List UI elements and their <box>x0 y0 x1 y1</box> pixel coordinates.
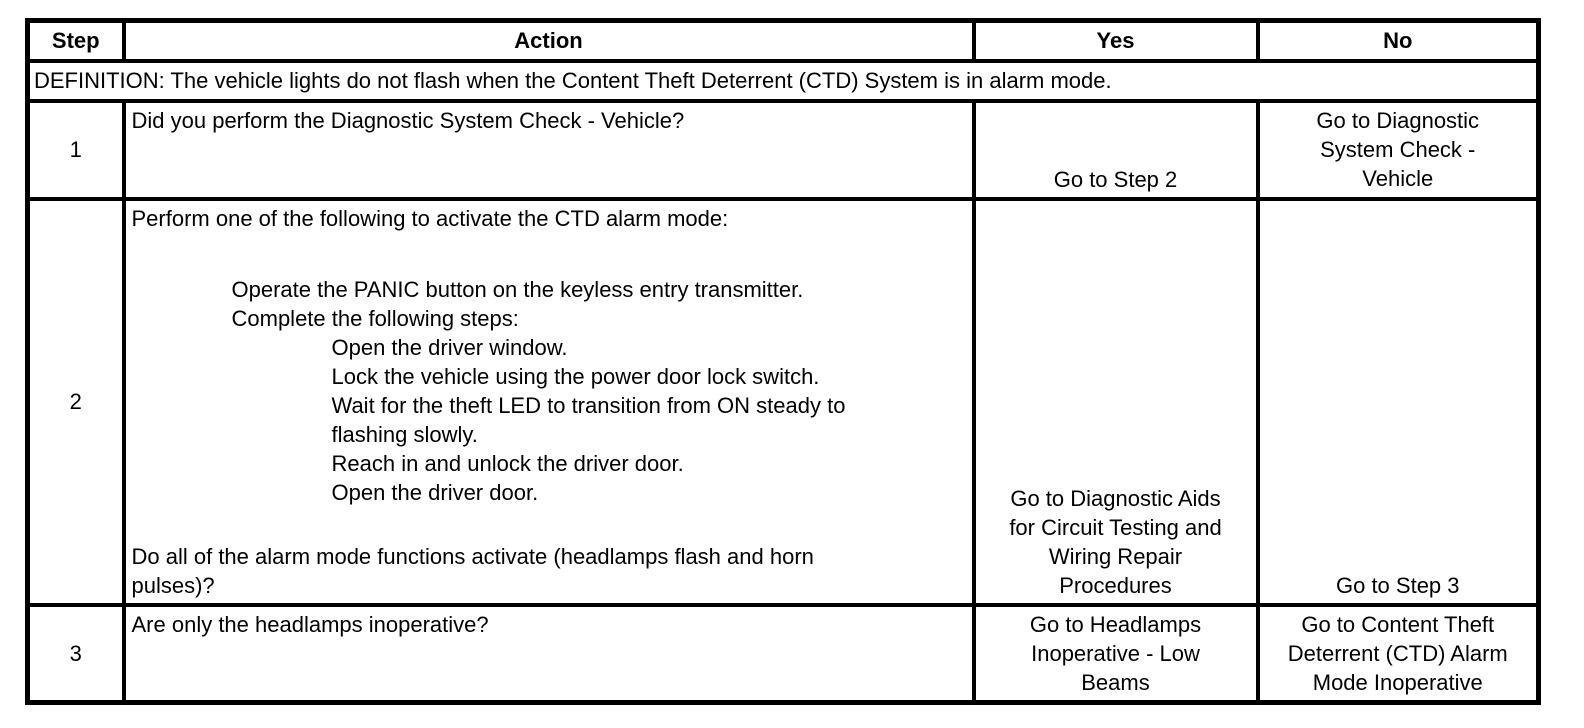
action-cell: Are only the headlamps inoperative? <box>121 602 976 704</box>
column-header-step: Step <box>25 18 126 63</box>
step-number: 2 <box>25 196 126 607</box>
table-row: 3 Are only the headlamps inoperative? Go… <box>25 602 1541 704</box>
column-header-action: Action <box>121 18 976 63</box>
definition-text: DEFINITION: The vehicle lights do not fl… <box>25 58 1541 103</box>
no-cell: Go to Step 3 <box>1255 196 1541 607</box>
action-question-text: Are only the headlamps inoperative? <box>131 611 489 637</box>
definition-row: DEFINITION: The vehicle lights do not fl… <box>25 58 1541 103</box>
action-question-text: Did you perform the Diagnostic System Ch… <box>131 107 685 133</box>
no-cell: Go to Diagnostic System Check - Vehicle <box>1255 98 1541 201</box>
step-number: 3 <box>25 602 126 704</box>
column-header-yes: Yes <box>971 18 1260 63</box>
yes-cell: Go to Diagnostic Aids for Circuit Testin… <box>971 196 1260 607</box>
column-header-no: No <box>1255 18 1541 63</box>
table-row: 1 Did you perform the Diagnostic System … <box>25 98 1541 201</box>
yes-cell: Go to Headlamps Inoperative - Low Beams <box>971 602 1260 704</box>
action-intro-text: Perform one of the following to activate… <box>131 205 729 231</box>
table-header-row: Step Action Yes No <box>25 18 1541 63</box>
action-substeps-level1: Operate the PANIC button on the keyless … <box>231 276 804 331</box>
no-cell: Go to Content Theft Deterrent (CTD) Alar… <box>1255 602 1541 704</box>
action-cell: Perform one of the following to activate… <box>121 196 976 607</box>
diagnostic-procedure-table: Step Action Yes No DEFINITION: The vehic… <box>25 18 1541 705</box>
table-row: 2 Perform one of the following to activa… <box>25 196 1541 607</box>
action-substeps-level2: Open the driver window. Lock the vehicle… <box>331 334 846 505</box>
yes-cell: Go to Step 2 <box>971 98 1260 201</box>
step-number: 1 <box>25 98 126 201</box>
action-question-text: Do all of the alarm mode functions activ… <box>131 543 814 598</box>
action-cell: Did you perform the Diagnostic System Ch… <box>121 98 976 201</box>
